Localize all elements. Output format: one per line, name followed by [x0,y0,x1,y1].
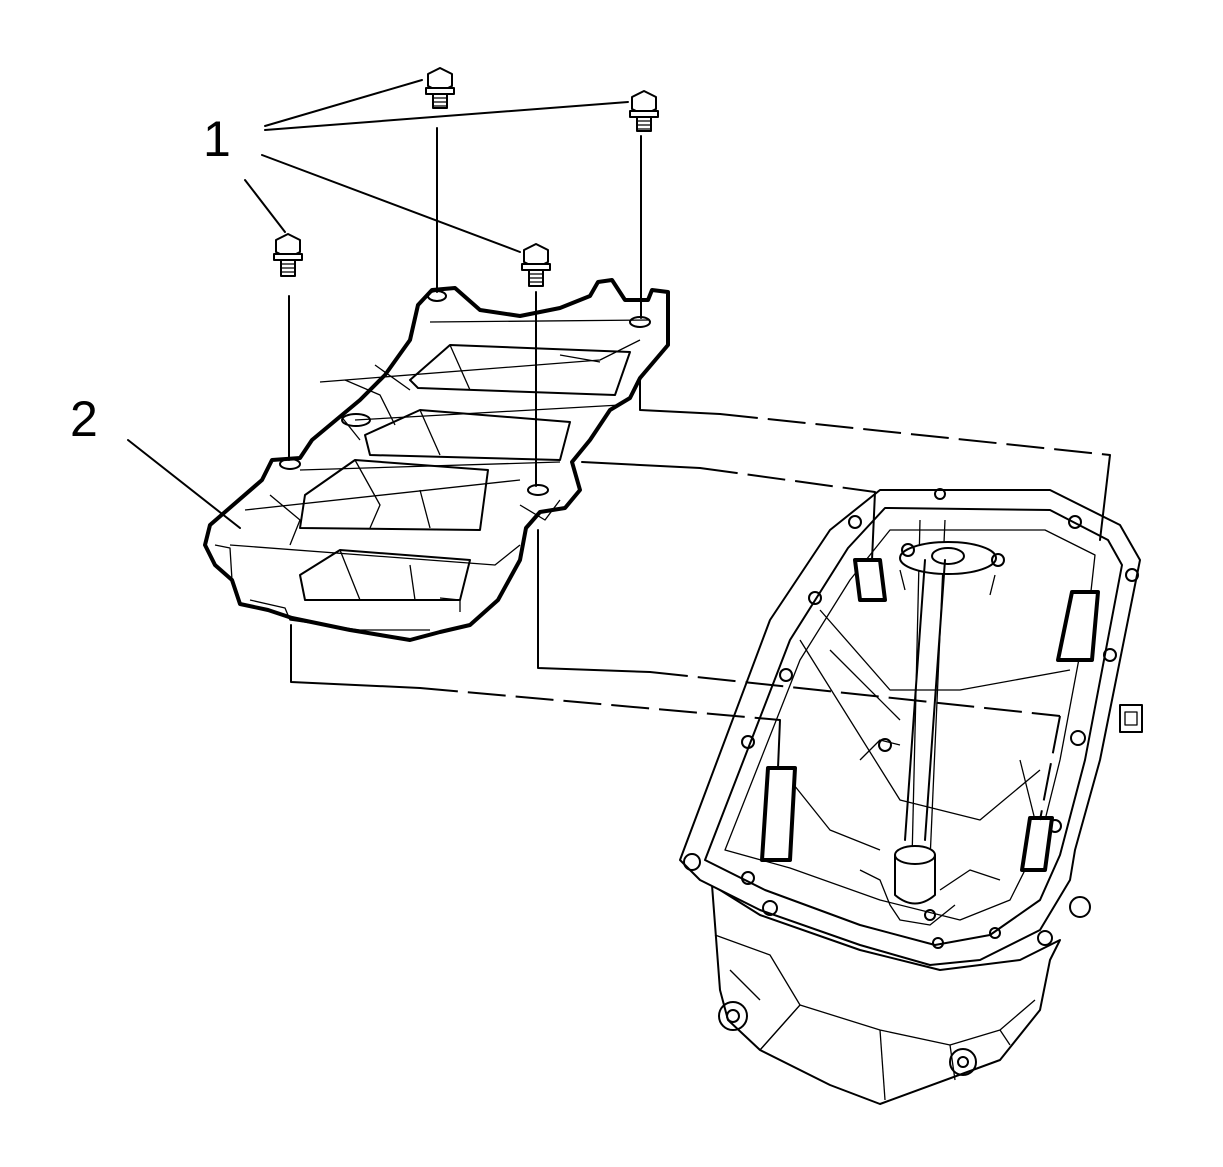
callout-1-label: 1 [203,111,231,167]
callout-2-label: 2 [70,391,98,447]
bolt-4 [521,243,551,287]
bolt-3 [273,233,303,277]
leader-lines [127,79,629,529]
bolt-2 [629,90,659,132]
bolt-1 [425,67,455,109]
oil-pan-baffle [203,278,670,642]
alignment-lines [288,127,1111,821]
oil-pan [679,488,1143,1105]
